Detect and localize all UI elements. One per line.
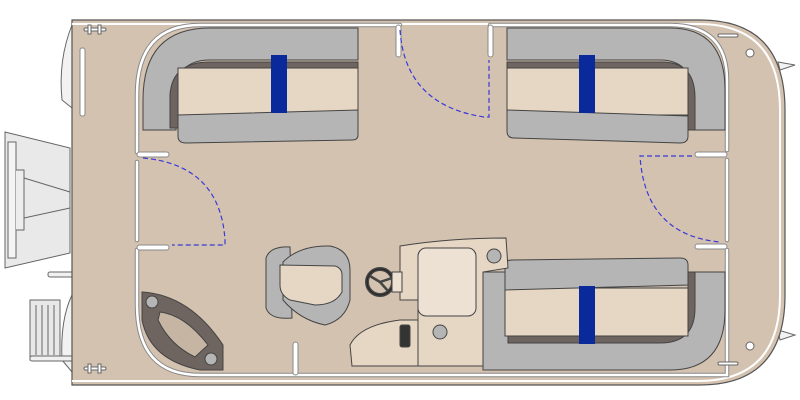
accent-stripe <box>271 55 287 113</box>
cup-holder-icon <box>486 248 502 264</box>
lounge-seat-starboard-bow <box>506 27 726 144</box>
gate-swing-arcs <box>142 29 721 246</box>
throttle-lever <box>399 324 411 348</box>
lounge-seat-port-bow <box>142 27 359 144</box>
accent-stripe <box>579 286 595 344</box>
helm-seat <box>265 245 351 326</box>
stern-ladder <box>4 131 71 269</box>
deck-edge-rail <box>72 23 781 382</box>
cleats <box>83 24 755 374</box>
gate-posts <box>79 24 728 376</box>
cup-holder-icon <box>204 352 218 366</box>
accent-stripe <box>579 55 595 113</box>
cup-holder-icon <box>432 324 448 340</box>
gate-bow-right <box>639 155 721 243</box>
gate-bow-top <box>399 29 490 118</box>
corner-table <box>141 291 224 371</box>
lounge-seat-helm-side <box>482 257 726 371</box>
cup-holder-icon <box>145 295 159 309</box>
gate-port <box>142 157 226 246</box>
helm-console <box>349 237 509 367</box>
